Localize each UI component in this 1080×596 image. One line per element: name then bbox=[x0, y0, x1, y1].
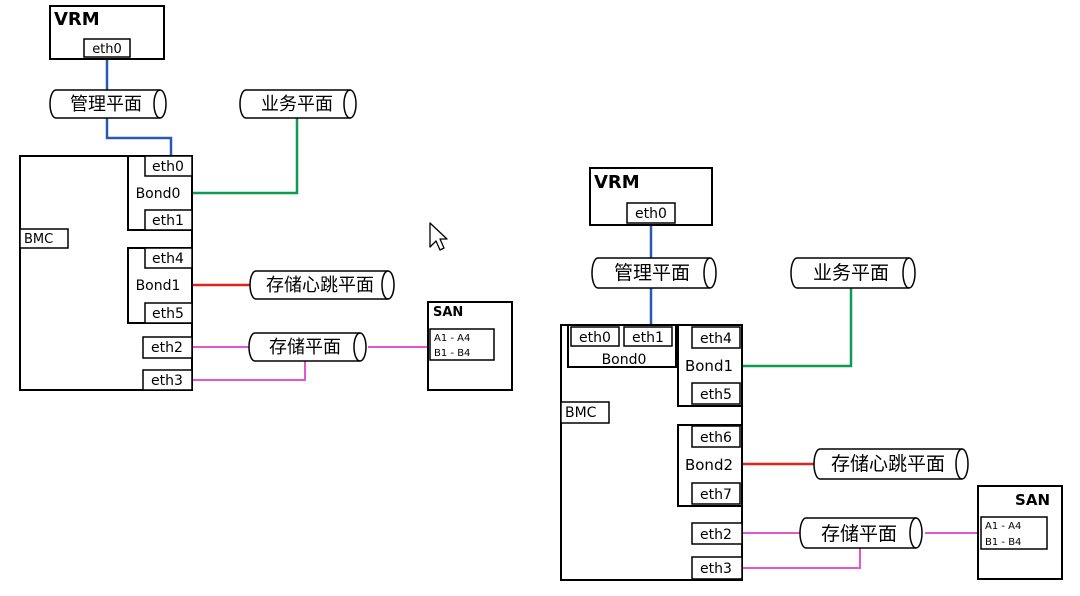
right-vrm-title: VRM bbox=[594, 172, 640, 193]
right-bond2-label: Bond2 bbox=[685, 456, 733, 474]
right-eth2-box bbox=[691, 522, 743, 545]
right-heartbeat-plane: 存储心跳平面 bbox=[813, 448, 969, 480]
right-bond0-eth0-label: eth0 bbox=[579, 330, 611, 346]
right-storage-plane-label: 存储平面 bbox=[821, 523, 897, 545]
right-eth7-label: eth7 bbox=[700, 487, 732, 503]
right-storage-eth3-link bbox=[741, 548, 861, 569]
right-eth4-box bbox=[691, 326, 741, 349]
right-bond0-eth0-box bbox=[570, 326, 620, 347]
left-mgmt-plane-label: 管理平面 bbox=[70, 94, 142, 115]
left-vrm-eth0-label: eth0 bbox=[92, 42, 122, 57]
right-san-disks-row2: B1 - B4 bbox=[985, 537, 1021, 548]
left-vrm-title: VRM bbox=[54, 9, 100, 30]
left-storage-eth3-link bbox=[190, 361, 306, 381]
left-bond0-label: Bond0 bbox=[136, 186, 181, 202]
left-bmc-label: BMC bbox=[24, 232, 53, 247]
left-san-disks-row1: A1 - A4 bbox=[434, 333, 470, 344]
left-eth4-box bbox=[144, 247, 193, 269]
right-service-plane-label: 业务平面 bbox=[813, 262, 889, 284]
right-eth5-label: eth5 bbox=[700, 387, 732, 403]
left-mgmt-to-eth0-link bbox=[105, 118, 173, 156]
left-diagram: VRM eth0 管理平面 业务平面 存储心跳平面 存储平面 BMC bbox=[19, 5, 513, 391]
right-bond0-label: Bond0 bbox=[602, 352, 647, 368]
right-vrm-eth0-box bbox=[626, 202, 676, 224]
right-san-disks-row1: A1 - A4 bbox=[985, 521, 1021, 532]
left-eth0-label: eth0 bbox=[152, 159, 184, 175]
right-bond1-label: Bond1 bbox=[685, 357, 733, 375]
right-eth4-label: eth4 bbox=[700, 331, 732, 347]
left-eth2-label: eth2 bbox=[151, 340, 183, 356]
right-eth6-box bbox=[691, 425, 741, 448]
right-san-disks-box bbox=[980, 516, 1048, 550]
right-bmc-box bbox=[560, 401, 610, 424]
right-eth6-label: eth6 bbox=[700, 430, 732, 446]
left-vrm-eth0-box bbox=[83, 38, 131, 58]
right-san-title: SAN bbox=[1015, 491, 1050, 509]
left-storage-plane: 存储平面 bbox=[248, 332, 367, 362]
left-storage-plane-label: 存储平面 bbox=[269, 337, 341, 358]
left-heartbeat-plane: 存储心跳平面 bbox=[249, 270, 395, 300]
right-heartbeat-plane-label: 存储心跳平面 bbox=[831, 453, 945, 475]
right-diagram: VRM eth0 管理平面 业务平面 存储心跳平面 存储平面 BMC bbox=[560, 167, 1063, 581]
right-eth5-box bbox=[691, 382, 741, 405]
left-eth1-label: eth1 bbox=[152, 213, 184, 229]
left-heartbeat-plane-label: 存储心跳平面 bbox=[266, 275, 374, 296]
right-vrm-eth0-label: eth0 bbox=[635, 206, 667, 222]
left-san-disks-row2: B1 - B4 bbox=[434, 348, 470, 359]
left-mgmt-plane: 管理平面 bbox=[49, 89, 167, 119]
left-eth5-box bbox=[144, 302, 193, 324]
left-service-link bbox=[190, 118, 299, 195]
mouse-pointer-icon bbox=[429, 222, 448, 251]
left-service-plane-label: 业务平面 bbox=[261, 94, 333, 115]
left-eth1-box bbox=[144, 209, 193, 231]
right-eth7-box bbox=[691, 482, 741, 505]
right-eth3-box bbox=[691, 556, 743, 580]
left-san-disks-box bbox=[429, 328, 495, 361]
left-eth5-label: eth5 bbox=[152, 306, 184, 322]
right-bond0-eth1-box bbox=[623, 326, 673, 347]
left-service-plane: 业务平面 bbox=[239, 89, 357, 119]
right-mgmt-plane: 管理平面 bbox=[591, 257, 717, 289]
left-eth4-label: eth4 bbox=[152, 251, 184, 267]
right-service-link bbox=[741, 287, 853, 368]
right-storage-plane: 存储平面 bbox=[799, 517, 923, 549]
right-bond0-eth1-label: eth1 bbox=[632, 330, 664, 346]
left-eth2-box bbox=[142, 336, 193, 359]
left-san-title: SAN bbox=[433, 305, 463, 320]
right-eth2-label: eth2 bbox=[700, 527, 732, 543]
right-bmc-label: BMC bbox=[565, 405, 597, 421]
left-bmc-box bbox=[19, 228, 69, 249]
left-eth0-box bbox=[144, 155, 193, 177]
left-eth3-box bbox=[142, 369, 193, 391]
left-bond1-label: Bond1 bbox=[136, 278, 181, 294]
right-mgmt-plane-label: 管理平面 bbox=[614, 262, 690, 284]
left-eth3-label: eth3 bbox=[151, 373, 183, 389]
right-eth3-label: eth3 bbox=[700, 561, 732, 577]
right-service-plane: 业务平面 bbox=[790, 257, 916, 289]
